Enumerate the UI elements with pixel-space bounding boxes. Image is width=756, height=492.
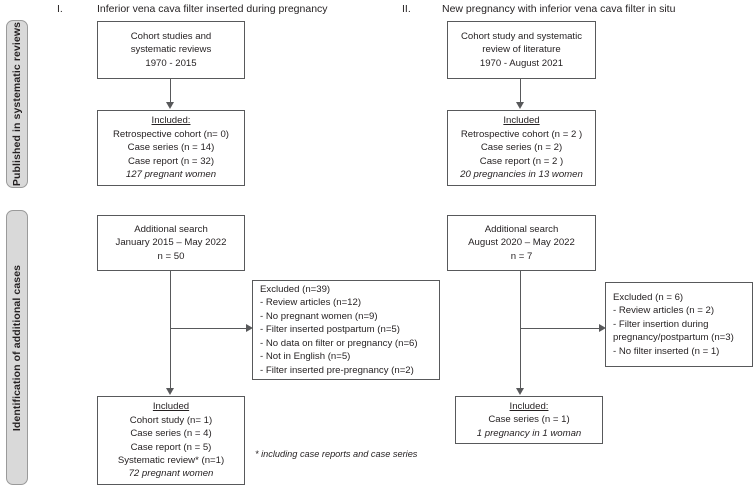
stage-bar-identification-label: Identification of additional cases (11, 264, 23, 431)
connector-col1-search-to-excluded (170, 328, 248, 330)
box-line: n = 7 (510, 250, 533, 262)
box-col1-source: Cohort studies and systematic reviews 19… (97, 21, 245, 79)
box-line: - Review articles (n = 2) (613, 305, 715, 317)
box-line: 1 pregnancy in 1 woman (476, 427, 582, 439)
box-col1-included: Included: Retrospective cohort (n= 0) Ca… (97, 110, 245, 186)
arrowhead-down (166, 102, 175, 109)
stage-bar-identification: Identification of additional cases (6, 210, 28, 485)
box-line: - No data on filter or pregnancy (n=6) (260, 337, 418, 349)
box-line: Excluded (n=39) (260, 284, 331, 296)
box-line: Included (152, 401, 190, 413)
connector-col2-search-to-excluded (520, 328, 601, 330)
connector-col2-search-to-included (520, 271, 522, 390)
arrowhead-down (166, 388, 175, 395)
box-line: Case series (n = 1) (488, 414, 570, 426)
connector-col1-source-to-included (170, 79, 172, 104)
column-2-numeral: II. (402, 3, 411, 15)
box-line: pregnancy/postpartum (n=3) (613, 332, 734, 344)
box-line: Cohort study (n= 1) (129, 414, 213, 426)
box-line: Additional search (134, 223, 208, 235)
box-line: - No pregnant women (n=9) (260, 310, 378, 322)
arrowhead-down (516, 388, 525, 395)
box-line: Retrospective cohort (n = 2 ) (460, 128, 583, 140)
box-line: Systematic review* (n=1) (117, 454, 225, 466)
box-line: Case report (n = 5) (130, 441, 212, 453)
box-line: Additional search (484, 223, 559, 235)
box-line: review of literature (482, 44, 561, 56)
box-line: systematic reviews (130, 44, 212, 56)
box-line: Excluded (n = 6) (613, 291, 684, 303)
box-line: Case report (n = 2 ) (479, 155, 564, 167)
box-line: n = 50 (157, 250, 185, 262)
box-line: Included: (509, 400, 549, 412)
connector-col1-search-to-included (170, 271, 172, 390)
box-line: - No filter inserted (n = 1) (613, 345, 720, 357)
box-line: August 2020 – May 2022 (468, 237, 575, 249)
box-col1-excluded: Excluded (n=39) - Review articles (n=12)… (252, 280, 440, 380)
box-line: January 2015 – May 2022 (115, 237, 227, 249)
stage-bar-published-label: Published in systematic reviews (11, 21, 23, 187)
box-line: Included: (151, 115, 191, 127)
box-line: 127 pregnant women (125, 169, 217, 181)
box-line: Retrospective cohort (n= 0) (113, 128, 229, 140)
box-line: Case series (n = 4) (130, 428, 212, 440)
arrowhead-right (599, 324, 606, 333)
box-line: Cohort studies and (130, 30, 212, 42)
connector-col2-source-to-included (520, 79, 522, 104)
stage-bar-published: Published in systematic reviews (6, 20, 28, 188)
column-1-heading: Inferior vena cava filter inserted durin… (97, 3, 328, 15)
arrowhead-right (246, 324, 253, 333)
box-line: - Filter inserted postpartum (n=5) (260, 324, 400, 336)
box-line: - Review articles (n=12) (260, 297, 362, 309)
box-line: Case series (n = 2) (480, 142, 563, 154)
box-col2-excluded: Excluded (n = 6) - Review articles (n = … (605, 282, 753, 367)
column-2-heading: New pregnancy with inferior vena cava fi… (442, 3, 676, 15)
box-line: 1970 - August 2021 (479, 57, 564, 69)
arrowhead-down (516, 102, 525, 109)
box-col2-additional-search: Additional search August 2020 – May 2022… (447, 215, 596, 271)
box-col1-additional-included: Included Cohort study (n= 1) Case series… (97, 396, 245, 485)
box-line: 1970 - 2015 (145, 57, 197, 69)
box-col1-additional-search: Additional search January 2015 – May 202… (97, 215, 245, 271)
box-col2-included: Included Retrospective cohort (n = 2 ) C… (447, 110, 596, 186)
box-line: Case report (n = 32) (127, 155, 215, 167)
box-line: Case series (n = 14) (127, 142, 215, 154)
box-line: - Filter insertion during (613, 318, 709, 330)
box-line: - Filter inserted pre-pregnancy (n=2) (260, 364, 414, 376)
box-col2-additional-included: Included: Case series (n = 1) 1 pregnanc… (455, 396, 603, 444)
footnote-systematic-review: * including case reports and case series (255, 449, 418, 459)
column-1-numeral: I. (57, 3, 63, 15)
box-line: 72 pregnant women (128, 468, 214, 480)
box-line: 20 pregnancies in 13 women (460, 169, 583, 181)
box-line: - Not in English (n=5) (260, 351, 351, 363)
box-line: Included (503, 115, 540, 127)
box-line: Cohort study and systematic (460, 30, 583, 42)
box-col2-source: Cohort study and systematic review of li… (447, 21, 596, 79)
